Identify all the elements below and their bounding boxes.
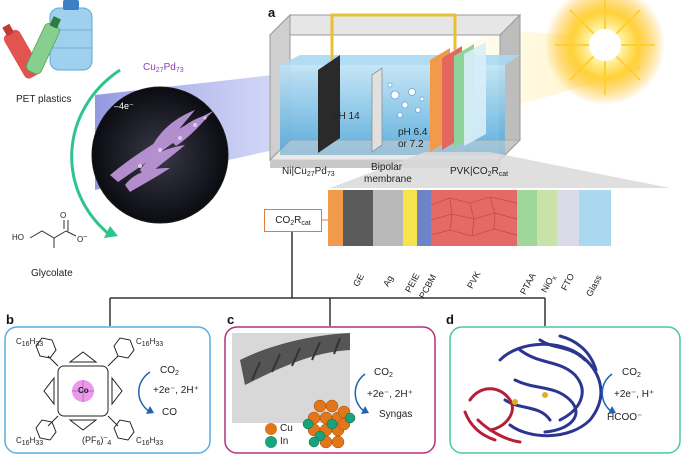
layer-fto (557, 190, 579, 246)
panel-c-co2: CO2 (374, 367, 393, 380)
layer-stack (328, 190, 611, 246)
layer-peie (403, 190, 417, 246)
pet-plastics-illustration (2, 0, 93, 79)
enzyme-ribbon-structure (463, 334, 603, 444)
glycolate-o: O (60, 211, 67, 220)
electrochemical-cell (268, 13, 522, 168)
cupd-dendrite-sphere (91, 86, 229, 224)
panel-b-electrons: +2e⁻, 2H⁺ (153, 385, 199, 396)
panel-d-arrowhead (608, 406, 616, 414)
layer-glass (579, 190, 611, 246)
panel-b-chain-tl: C16H33 (16, 337, 44, 349)
pet-plastics-label: PET plastics (16, 94, 72, 105)
glycolate-o-minus: O– (77, 233, 88, 244)
panel-b-arrowhead (146, 406, 154, 414)
oxidation-arrowhead (104, 226, 118, 238)
panel-c-reaction-arrow (354, 373, 366, 413)
glycolate-ho: HO (12, 233, 24, 242)
panel-letter-c: c (227, 312, 235, 327)
panel-letter-d: d (446, 312, 454, 327)
panel-letter-a: a (268, 5, 276, 20)
photoelectrode-label: PVK|CO2Rcat (450, 166, 509, 179)
layer-catalyst (328, 190, 343, 246)
cupd-alloy-label: Cu27Pd73 (143, 62, 184, 75)
panel-c-electrons: +2e⁻, 2H⁺ (367, 389, 413, 400)
panel-b-co2: CO2 (160, 365, 179, 378)
panel-b-chain-br: C16H33 (136, 436, 164, 448)
panel-d-co2: CO2 (622, 367, 641, 380)
layer-ptaa (517, 190, 537, 246)
legend-cu-marker (265, 423, 277, 435)
cathode-label: Ni|Cu27Pd73 (282, 166, 335, 179)
cuin-crystal-model (302, 399, 356, 449)
panel-b-reaction-arrow (138, 371, 151, 413)
layer-niox (537, 190, 557, 246)
ph-left-label: pH 14 (333, 111, 360, 122)
panel-c-product: Syngas (379, 409, 413, 420)
panel-d-reaction-arrow (601, 373, 613, 413)
membrane-label-2: membrane (364, 174, 412, 185)
co2r-catalyst-box: CO2Rcat (264, 209, 322, 232)
layer-pcbm (417, 190, 431, 246)
membrane-label-1: Bipolar (371, 162, 403, 173)
ph-right-label-1: pH 6.4 (398, 127, 428, 138)
cobalt-center (72, 380, 94, 402)
legend-in-marker (265, 436, 277, 448)
legend-in-label: In (280, 436, 289, 447)
layer-ag (373, 190, 403, 246)
panel-b-product: CO (162, 407, 177, 418)
electron-transfer-label: –4e⁻ (114, 101, 134, 111)
legend-cu-label: Cu (280, 423, 293, 434)
ph-right-label-2: or 7.2 (398, 139, 424, 150)
glycolate-label: Glycolate (31, 268, 73, 279)
panel-d-electrons: +2e⁻, H⁺ (614, 389, 655, 400)
layer-expansion-fan (330, 152, 670, 188)
panel-b-chain-bl: C16H33 (16, 436, 44, 448)
panel-tree-connector (109, 232, 546, 326)
panel-letter-b: b (6, 312, 14, 327)
panel-b-counterion: (PF6)–4 (82, 434, 112, 447)
panel-c-arrowhead (361, 406, 369, 414)
glycolate-structure (29, 220, 77, 248)
panel-d-product: HCOO⁻ (607, 412, 643, 423)
panel-b-cobalt-label: Co (78, 386, 89, 395)
layer-ge (343, 190, 373, 246)
panel-b-chain-tr: C16H33 (136, 337, 164, 349)
oxidation-arrow (70, 68, 121, 237)
